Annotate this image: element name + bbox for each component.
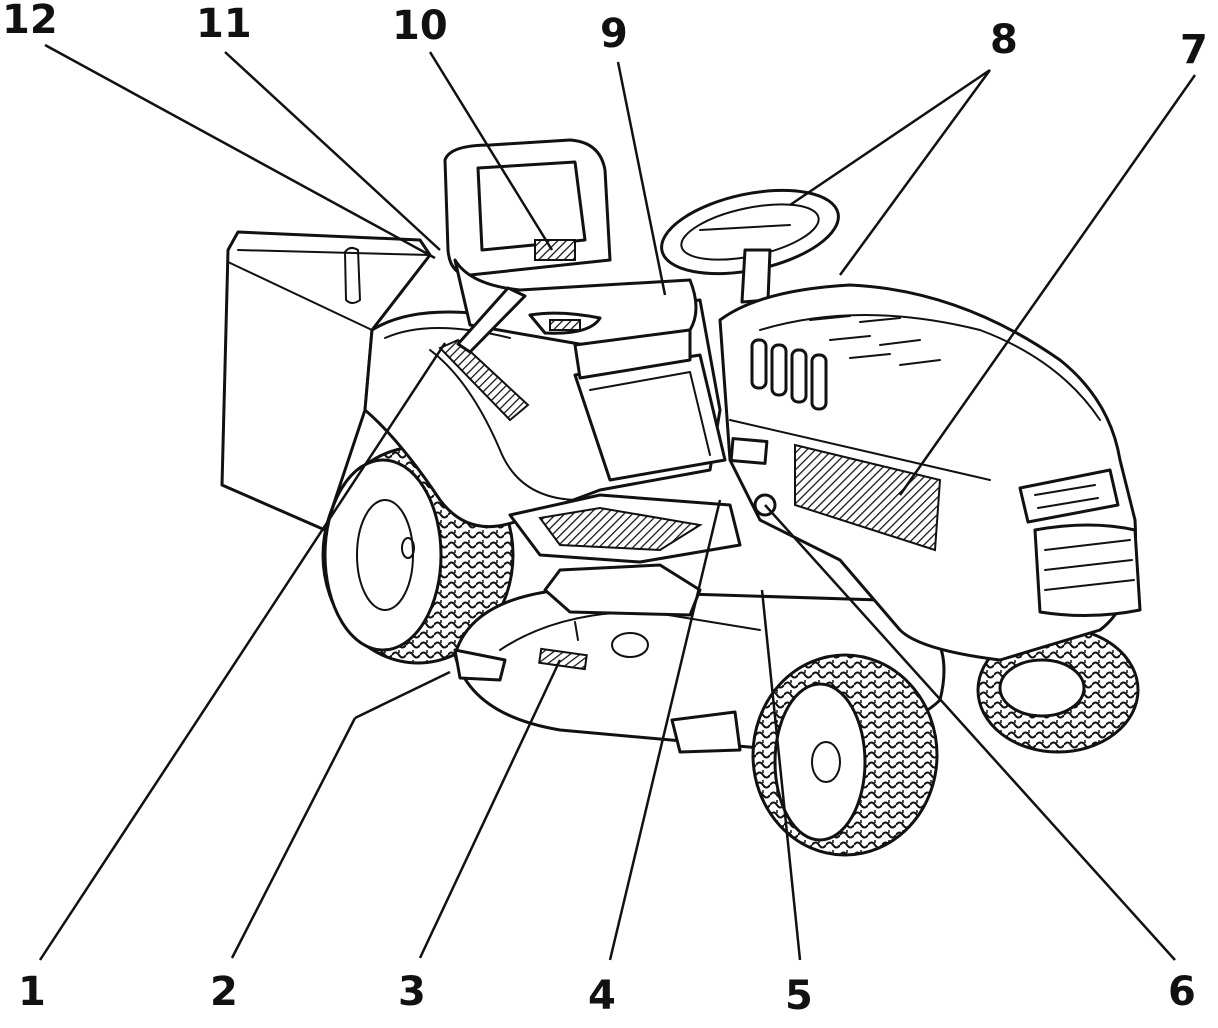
callout-9: 9 <box>600 11 628 57</box>
callout-3: 3 <box>398 969 426 1015</box>
callout-11: 11 <box>196 1 252 47</box>
callout-6: 6 <box>1168 969 1196 1015</box>
callout-8: 8 <box>990 17 1018 63</box>
callout-7: 7 <box>1180 27 1208 73</box>
callout-10: 10 <box>392 3 448 49</box>
callout-4: 4 <box>588 973 616 1019</box>
seat <box>443 138 698 380</box>
callout-5: 5 <box>785 973 813 1019</box>
steering-wheel <box>660 188 840 304</box>
front-left-wheel <box>751 653 939 857</box>
hood <box>718 283 1142 662</box>
callout-2: 2 <box>210 969 238 1015</box>
leader-lines <box>38 43 1197 961</box>
callout-1: 1 <box>18 969 46 1015</box>
callout-12: 12 <box>2 0 58 43</box>
